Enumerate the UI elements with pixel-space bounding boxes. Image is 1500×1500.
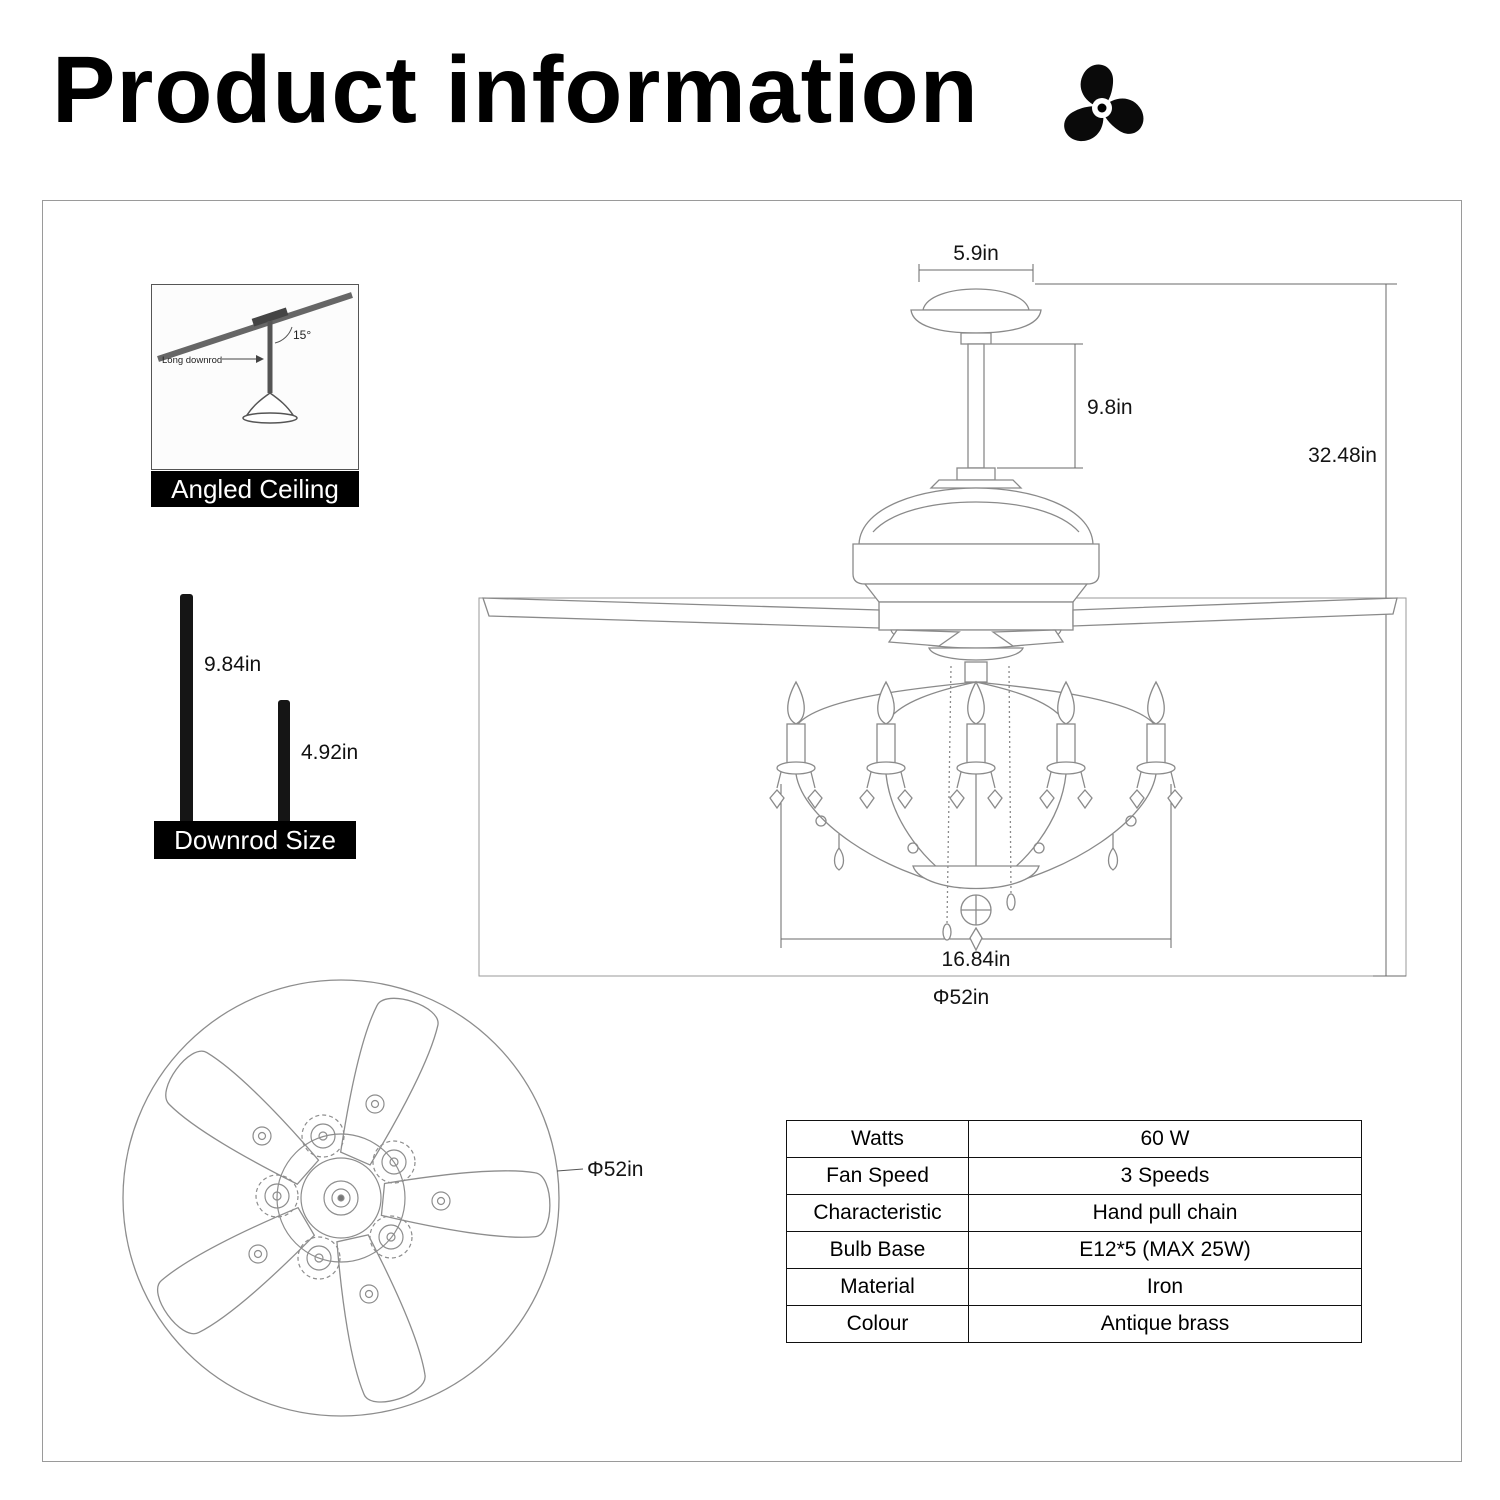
- table-row: Watts 60 W: [786, 1120, 1362, 1158]
- finial-tip: [969, 926, 983, 952]
- angled-ceiling-drawing: 15° Long downrod: [157, 292, 353, 424]
- long-downrod-label: Long downrod: [162, 355, 222, 366]
- fan-top-view: Φ52in: [122, 979, 643, 1417]
- spec-value: Hand pull chain: [968, 1194, 1362, 1232]
- top-view-circle: [122, 979, 560, 1417]
- spec-value: 3 Speeds: [968, 1157, 1362, 1195]
- spec-label: Characteristic: [786, 1194, 969, 1232]
- pointer-arrow-icon: [256, 355, 264, 363]
- downrod-short: [278, 700, 290, 821]
- top-view-diameter-label: Φ52in: [587, 1158, 643, 1181]
- top-view-blades: [156, 997, 551, 1403]
- angle-label: 15°: [293, 328, 311, 342]
- motor-housing: [852, 479, 1100, 683]
- spec-value: Antique brass: [968, 1305, 1362, 1343]
- spec-table: Watts 60 W Fan Speed 3 Speeds Characteri…: [786, 1120, 1362, 1343]
- downrod-short-length: 4.92in: [301, 741, 359, 764]
- table-row: Material Iron: [786, 1268, 1362, 1306]
- spec-label: Watts: [786, 1120, 969, 1158]
- blade-right: [1072, 597, 1398, 627]
- angle-arc: [274, 326, 293, 344]
- page-title: Product information: [52, 37, 979, 143]
- spec-label: Fan Speed: [786, 1157, 969, 1195]
- chandelier-top: [248, 1094, 451, 1304]
- dimension-fan-diameter: Φ52in: [933, 986, 989, 1009]
- ceiling-line: [157, 292, 353, 362]
- downrod-long: [180, 594, 193, 821]
- canopy-base: [242, 412, 298, 424]
- downrod-caption: Downrod Size: [154, 821, 356, 859]
- dimension-downrod-length: 9.8in: [1087, 396, 1133, 419]
- angled-ceiling-caption: Angled Ceiling: [151, 471, 359, 507]
- spec-value: Iron: [968, 1268, 1362, 1306]
- blade-inner-left: [887, 629, 961, 647]
- downrod-long-length: 9.84in: [204, 653, 262, 676]
- fan-blades: [482, 597, 1398, 647]
- spec-table-section: Watts 60 W Fan Speed 3 Speeds Characteri…: [786, 1120, 1362, 1343]
- diagram-panel: 15° Long downrod Angled Ceiling 9.84in 4…: [42, 200, 1462, 1462]
- spec-value: E12*5 (MAX 25W): [968, 1231, 1362, 1269]
- spec-value: 60 W: [968, 1120, 1362, 1158]
- table-row: Bulb Base E12*5 (MAX 25W): [786, 1231, 1362, 1269]
- blade-left: [482, 597, 880, 629]
- table-row: Colour Antique brass: [786, 1305, 1362, 1343]
- spec-label: Bulb Base: [786, 1231, 969, 1269]
- table-row: Characteristic Hand pull chain: [786, 1194, 1362, 1232]
- chandelier: [769, 680, 1183, 952]
- dimension-canopy-width: 5.9in: [953, 242, 999, 265]
- fan-icon: [1064, 64, 1144, 142]
- fan-side-view: 5.9in 9.8in 32.48in 16.84in Φ52in: [478, 242, 1407, 1009]
- table-row: Fan Speed 3 Speeds: [786, 1157, 1362, 1195]
- blade-inner-right: [991, 629, 1065, 647]
- diameter-pointer-line: [556, 1168, 584, 1172]
- downrod-side: [956, 343, 996, 481]
- crystal-drops: [769, 771, 1183, 871]
- candle-lights: [776, 680, 1176, 775]
- mount-bracket: [251, 307, 289, 327]
- pull-chains: [942, 665, 1016, 941]
- canopy-bell: [245, 392, 295, 416]
- spec-label: Material: [786, 1268, 969, 1306]
- angled-ceiling-figure: 15° Long downrod: [151, 284, 359, 470]
- canopy: [910, 288, 1042, 345]
- spec-label: Colour: [786, 1305, 969, 1343]
- dimension-total-height: 32.48in: [1308, 444, 1377, 467]
- dimension-light-width: 16.84in: [942, 948, 1011, 971]
